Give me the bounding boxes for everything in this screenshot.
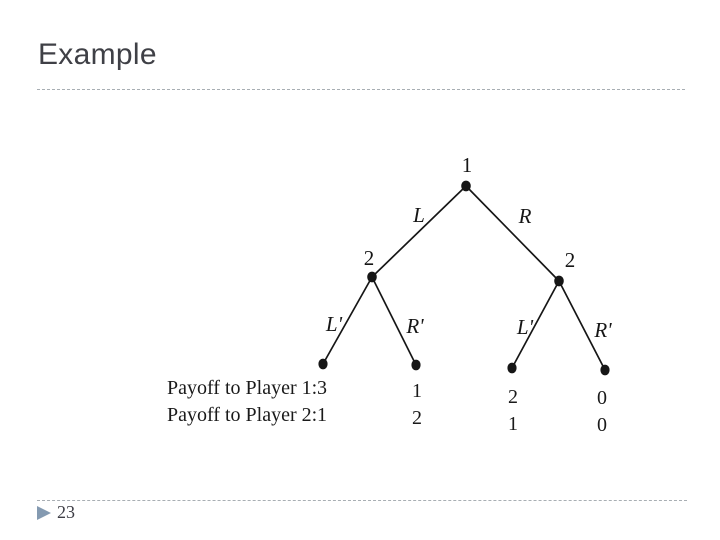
node-left-subgame xyxy=(367,271,377,283)
payoff-p2-outcome-2: 2 xyxy=(412,407,422,429)
payoff-p2-outcome-3: 1 xyxy=(508,413,518,435)
edge-label-L: L xyxy=(412,203,425,227)
page-arrow-icon xyxy=(37,505,51,520)
edge-label-L-prime-right: L' xyxy=(516,315,534,339)
payoff-p1-outcome-4: 0 xyxy=(597,387,607,409)
leaf-node-4 xyxy=(600,364,610,376)
node-right-subgame xyxy=(554,275,564,287)
title-divider xyxy=(37,89,685,90)
edge-right-left xyxy=(511,280,560,369)
right-subgame-player-label: 2 xyxy=(565,248,576,272)
edge-label-L-prime-left: L' xyxy=(325,312,343,336)
edge-right-right xyxy=(558,280,606,371)
leaf-node-2 xyxy=(411,359,421,371)
footer: 23 xyxy=(37,502,75,523)
leaf-node-1 xyxy=(318,358,328,370)
payoff-p1-outcome-1: 3 xyxy=(317,377,327,399)
page-number: 23 xyxy=(57,502,75,522)
node-root xyxy=(461,180,471,192)
leaf-node-3 xyxy=(507,362,517,374)
left-subgame-player-label: 2 xyxy=(364,246,375,270)
tree-nodes xyxy=(318,180,610,376)
edge-left xyxy=(371,185,467,278)
payoff-p1-outcome-2: 1 xyxy=(412,380,422,402)
root-player-label: 1 xyxy=(462,153,473,177)
payoff-p2-outcome-1: 1 xyxy=(317,404,327,426)
edge-label-R-prime-left: R' xyxy=(405,314,424,338)
edge-left-left xyxy=(322,276,373,365)
payoff-p1-outcome-3: 2 xyxy=(508,386,518,408)
footer-divider xyxy=(37,500,687,501)
edge-left-right xyxy=(371,276,417,366)
tree-edges xyxy=(322,185,606,371)
payoff-p2-outcome-4: 0 xyxy=(597,414,607,436)
payoff-player2-label: Payoff to Player 2: xyxy=(167,404,317,426)
payoff-player1-label: Payoff to Player 1: xyxy=(167,377,317,399)
page-title: Example xyxy=(38,38,157,71)
edge-right xyxy=(465,185,560,282)
edge-label-R: R xyxy=(518,204,532,228)
edge-label-R-prime-right: R' xyxy=(593,318,612,342)
